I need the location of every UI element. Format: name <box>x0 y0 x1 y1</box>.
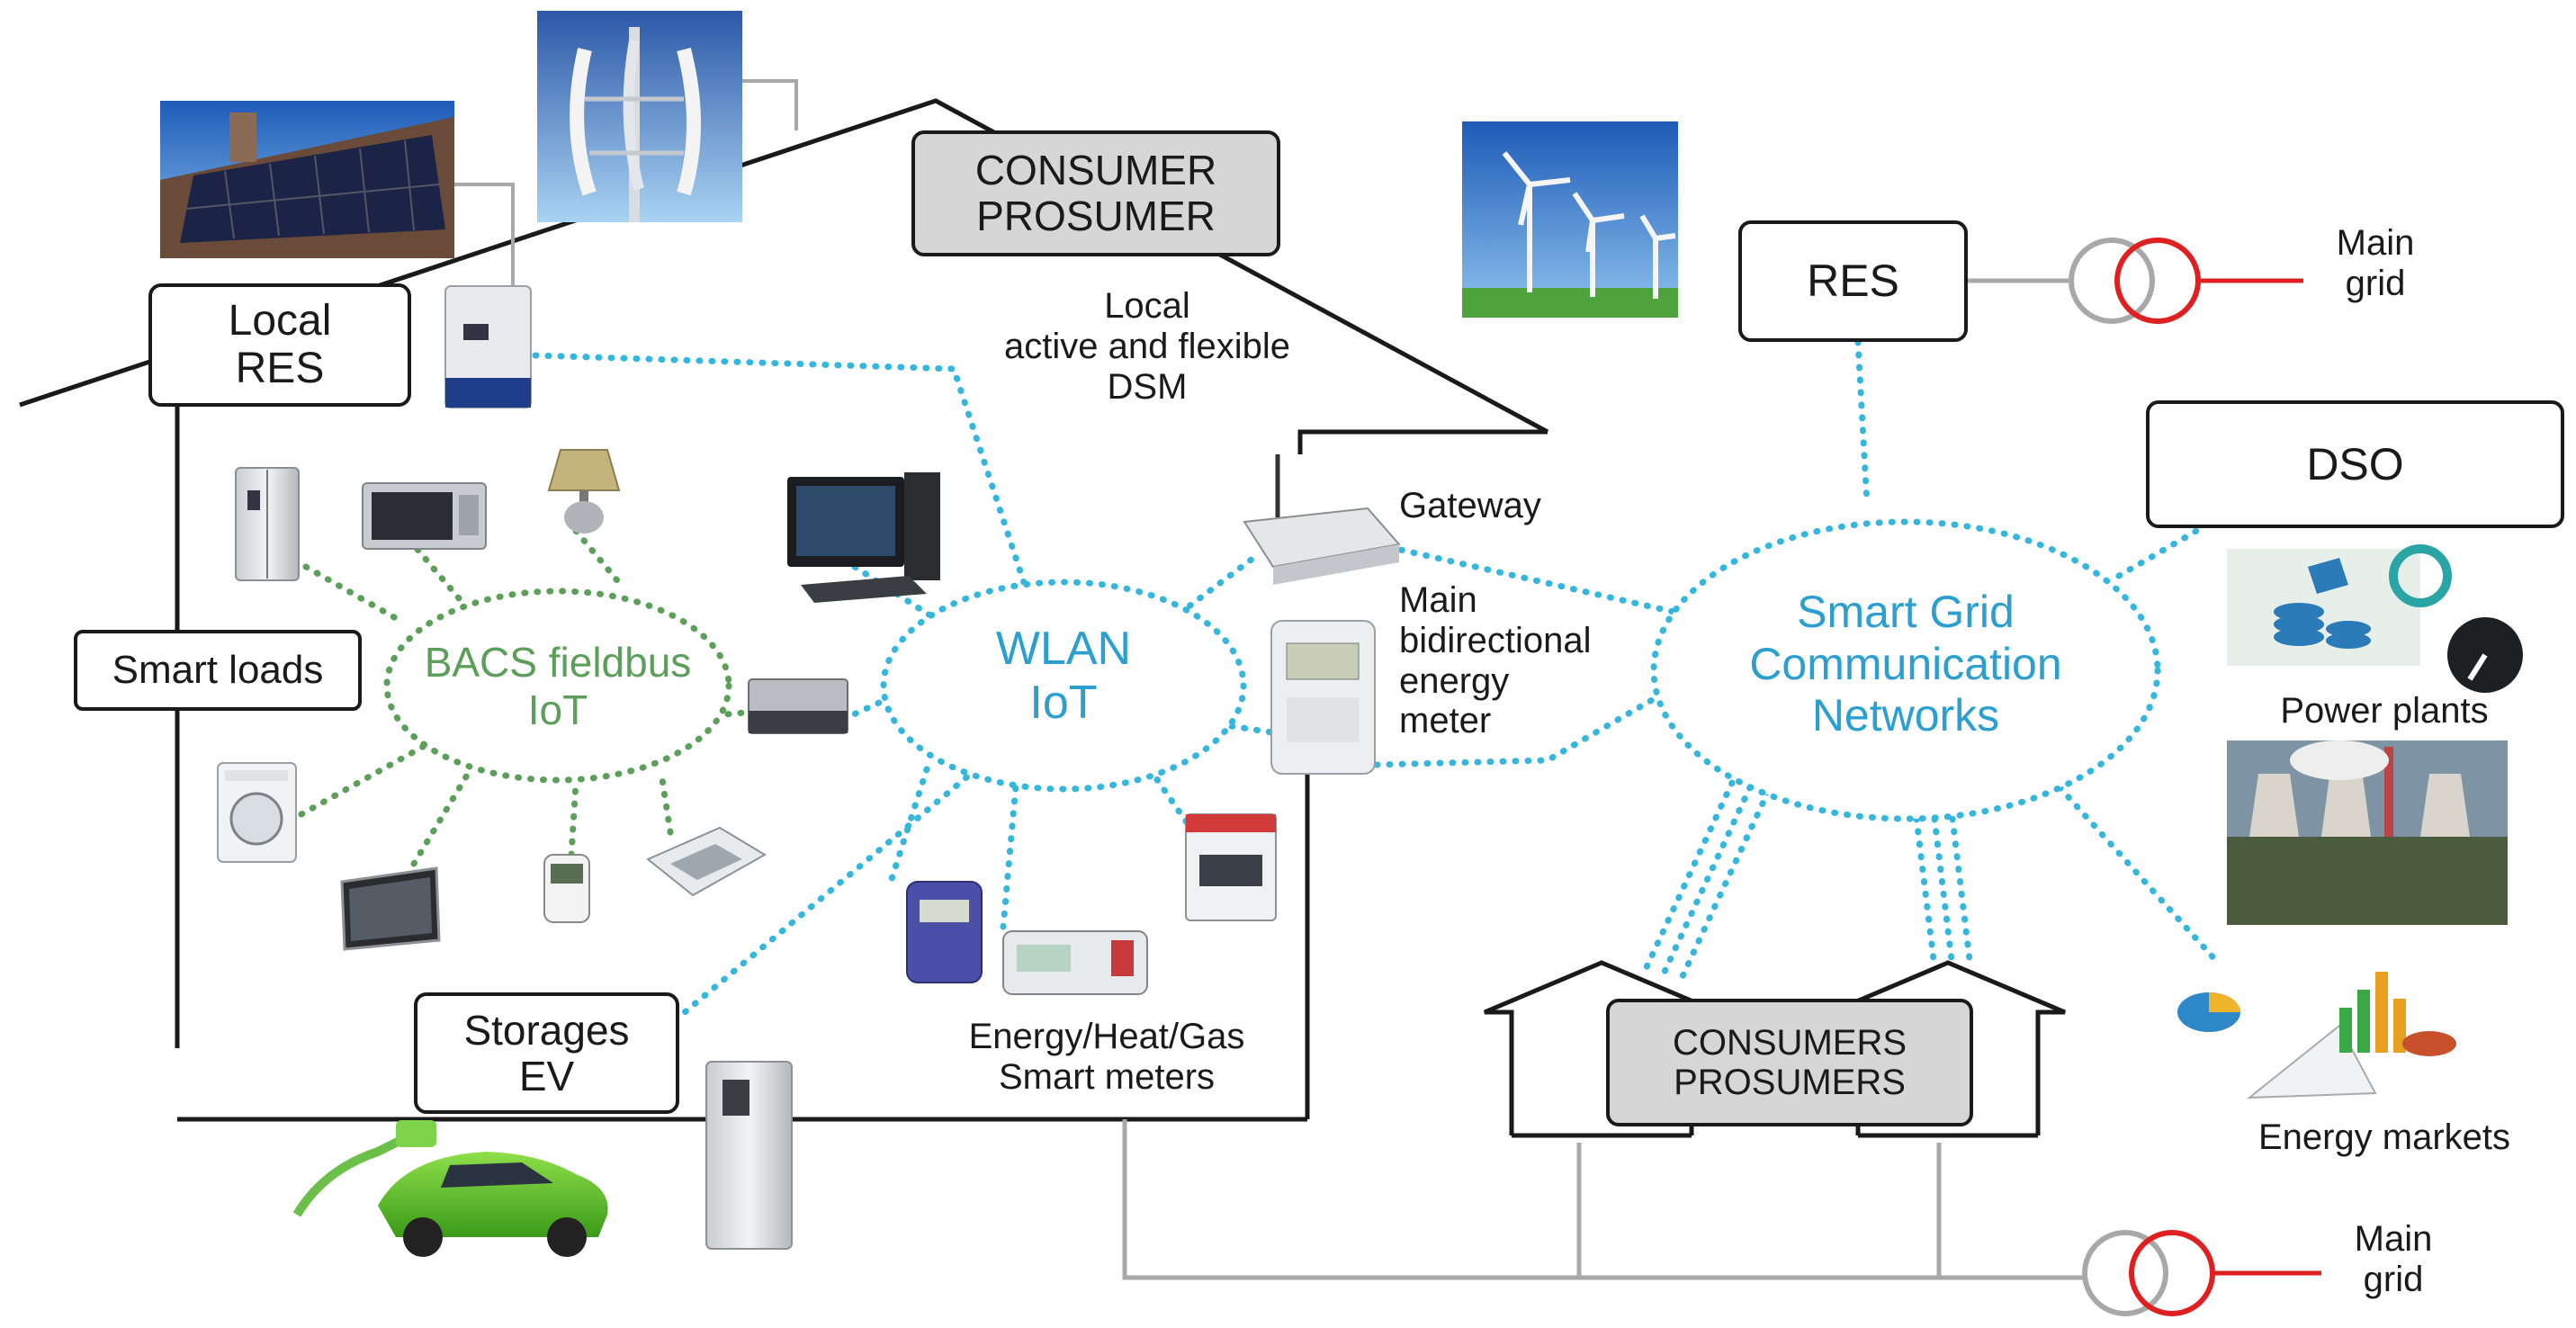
box-line: PROSUMER <box>976 193 1216 239</box>
air-conditioner-icon <box>646 826 767 897</box>
transformer-icon <box>2069 238 2303 324</box>
vertical-wind-turbine-icon <box>537 11 742 222</box>
label-line: meter <box>1399 701 1492 741</box>
label-line: bidirectional <box>1399 620 1592 660</box>
label-line: grid <box>2363 1259 2424 1299</box>
grid-wiring <box>1122 278 2086 1280</box>
box-line: RES <box>235 344 325 392</box>
power-plant-icon <box>2227 544 2523 693</box>
label-line: active and flexible <box>1004 326 1290 366</box>
label-line: Main <box>2336 223 2415 263</box>
label-line: Energy/Heat/Gas <box>968 1017 1245 1056</box>
heat-meter-icon <box>1002 930 1148 995</box>
label-line: DSM <box>1107 366 1188 407</box>
box-line: DSO <box>2306 438 2404 489</box>
plug-meter-icon <box>543 854 590 923</box>
smart-grid-cloud-label: Smart Grid Communication Networks <box>1699 587 2113 742</box>
dsm-label: Local active and flexible DSM <box>949 286 1345 407</box>
main-grid-top-label: Main grid <box>2299 223 2452 304</box>
wlan-cloud-label: WLAN IoT <box>929 623 1198 731</box>
smartgrid-links <box>1373 338 2221 980</box>
transformer-icon <box>2082 1230 2321 1316</box>
smart-meters-label: Energy/Heat/Gas Smart meters <box>918 1017 1296 1098</box>
energy-markets-label: Energy markets <box>2213 1117 2555 1158</box>
label-line: Energy markets <box>2257 1117 2511 1157</box>
cloud-line: Smart Grid <box>1797 587 2015 637</box>
cloud-line: Communication <box>1749 638 2062 689</box>
lamp-icon <box>547 449 621 534</box>
label-line: Power plants <box>2280 691 2489 731</box>
box-line: Smart loads <box>112 647 324 692</box>
main-grid-bottom-label: Main grid <box>2317 1219 2470 1300</box>
electric-car-icon <box>292 1120 608 1257</box>
cloud-line: Networks <box>1811 690 2000 740</box>
box-line: Storages <box>463 1006 630 1054</box>
label-line: Main <box>2354 1219 2433 1259</box>
label-line: Local <box>1104 286 1190 326</box>
cloud-line: IoT <box>527 686 588 733</box>
power-plants-label: Power plants <box>2231 691 2537 731</box>
bacs-cloud-label: BACS fieldbus IoT <box>387 639 729 734</box>
bacs-links <box>298 527 768 867</box>
label-line: energy <box>1399 660 1510 701</box>
cloud-line: WLAN <box>995 623 1132 675</box>
box-line: EV <box>518 1052 575 1099</box>
box-line: PROSUMERS <box>1674 1063 1906 1102</box>
main-meter-label: Main bidirectional energy meter <box>1399 580 1633 741</box>
controller-module-icon <box>748 678 848 734</box>
label-line: Gateway <box>1399 486 1541 525</box>
smart-grid-cloud <box>1650 518 2161 822</box>
smart-loads-box: Smart loads <box>74 630 362 711</box>
gateway-router-icon <box>1243 454 1401 585</box>
energy-meter-icon <box>1270 620 1376 775</box>
energy-market-icon <box>2177 972 2456 1099</box>
din-rail-meter-icon <box>1185 813 1277 921</box>
desktop-computer-icon <box>787 472 940 603</box>
box-line: CONSUMER <box>974 147 1217 194</box>
battery-cabinet-icon <box>705 1061 793 1250</box>
cloud-line: BACS fieldbus <box>424 639 692 686</box>
television-icon <box>340 866 441 951</box>
power-plant-icon <box>2227 740 2508 925</box>
solar-panel-icon <box>160 101 454 258</box>
microwave-icon <box>362 482 487 550</box>
bacs-cloud <box>383 588 732 784</box>
box-line: RES <box>1807 256 1899 306</box>
res-box: RES <box>1738 220 1968 342</box>
dso-box: DSO <box>2146 400 2564 528</box>
inverter-icon <box>444 285 532 408</box>
cloud-line: IoT <box>1029 676 1098 729</box>
wind-farm-icon <box>1462 121 1678 318</box>
washing-machine-icon <box>217 762 297 863</box>
wlan-cloud <box>880 579 1247 793</box>
fridge-icon <box>235 467 300 581</box>
box-line: CONSUMERS <box>1672 1023 1907 1063</box>
gas-meter-icon <box>906 881 983 983</box>
label-line: grid <box>2345 263 2406 303</box>
label-line: Main <box>1399 580 1477 620</box>
label-line: Smart meters <box>998 1056 1216 1097</box>
box-line: Local <box>228 296 332 345</box>
gateway-label: Gateway <box>1399 486 1579 526</box>
